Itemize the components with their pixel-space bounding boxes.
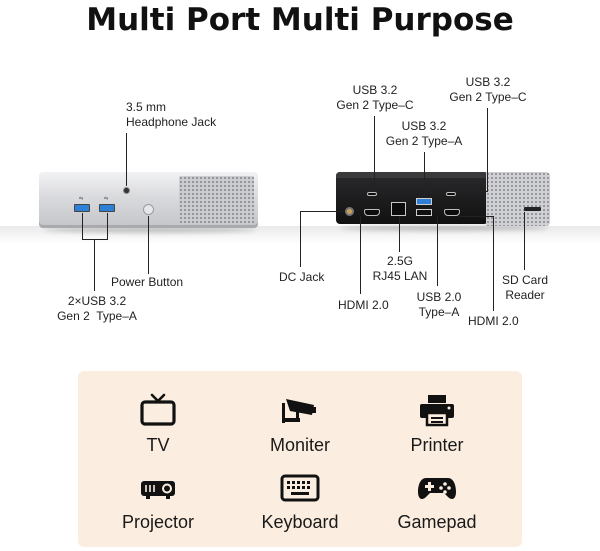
leader-line [374, 116, 375, 191]
leader-line [399, 216, 400, 252]
device-name: Moniter [269, 435, 331, 455]
hdmi-port-left [364, 209, 380, 216]
mini-pc-back [336, 172, 488, 224]
usb-20-label: USB 2.0 Type–A [416, 290, 462, 319]
front-device-shadow [44, 227, 256, 233]
leader-line [487, 108, 488, 192]
leader-line [148, 216, 149, 274]
lan-label: 2.5G RJ45 LAN [372, 254, 428, 283]
usb-logo-icon: ⇆ [79, 196, 84, 202]
front-usb-label: 2×USB 3.2 Gen 2 Type–A [57, 294, 137, 323]
sd-card-label: SD Card Reader [501, 273, 548, 302]
page-title: Multi Port Multi Purpose [86, 2, 514, 38]
leader-line [82, 239, 108, 240]
projector-icon [141, 481, 175, 499]
usb-c-port-right [446, 192, 456, 196]
leader-line [453, 191, 488, 192]
device-name: TV [146, 435, 170, 455]
security-camera-icon [282, 399, 316, 423]
leader-line [459, 216, 494, 217]
power-button-icon [143, 204, 154, 215]
hdmi-left-label: HDMI 2.0 [338, 298, 389, 312]
leader-line [493, 216, 494, 311]
leader-line [424, 152, 425, 197]
hdmi-port-right [444, 209, 460, 216]
front-vent-grille [179, 176, 254, 224]
leader-line [300, 211, 301, 267]
sd-card-slot [524, 207, 541, 211]
dc-jack-label: DC Jack [279, 270, 325, 284]
hdmi-right-label: HDMI 2.0 [468, 314, 519, 328]
dc-jack-port [345, 207, 354, 216]
usb-logo-icon: ⇆ [104, 196, 109, 202]
leader-line [126, 133, 127, 186]
headphone-jack [123, 187, 130, 194]
leader-line [524, 212, 525, 270]
device-name: Projector [121, 512, 195, 532]
leader-line [360, 216, 361, 294]
tv-icon [140, 393, 176, 426]
rj45-lan-port [391, 202, 406, 216]
side-vent-grille [486, 172, 550, 226]
usb-c-port-left [367, 192, 377, 196]
leader-line [437, 216, 438, 286]
device-name: Printer [410, 435, 464, 455]
leader-line [300, 211, 344, 212]
device-name: Keyboard [261, 512, 339, 532]
keyboard-icon [280, 474, 320, 502]
front-usb-port-2 [99, 204, 115, 212]
usb-c-right-label: USB 3.2 Gen 2 Type–C [449, 75, 527, 104]
usb-a-top-label: USB 3.2 Gen 2 Type–A [385, 119, 463, 148]
front-usb-port-1 [74, 204, 90, 212]
back-device-shadow [340, 225, 548, 231]
headphone-jack-label: 3.5 mm Headphone Jack [126, 100, 217, 129]
leader-line [82, 213, 83, 239]
usb-20-port [416, 209, 432, 216]
printer-icon [420, 395, 454, 427]
power-button-label: Power Button [111, 275, 184, 289]
usb-a-port-top [416, 198, 432, 205]
device-compatibility-panel: TV Moniter Printer [78, 371, 522, 547]
leader-line [107, 213, 108, 239]
leader-line [94, 239, 95, 291]
device-name: Gamepad [397, 512, 477, 532]
usb-c-left-label: USB 3.2 Gen 2 Type–C [336, 83, 414, 112]
gamepad-icon [418, 478, 456, 500]
